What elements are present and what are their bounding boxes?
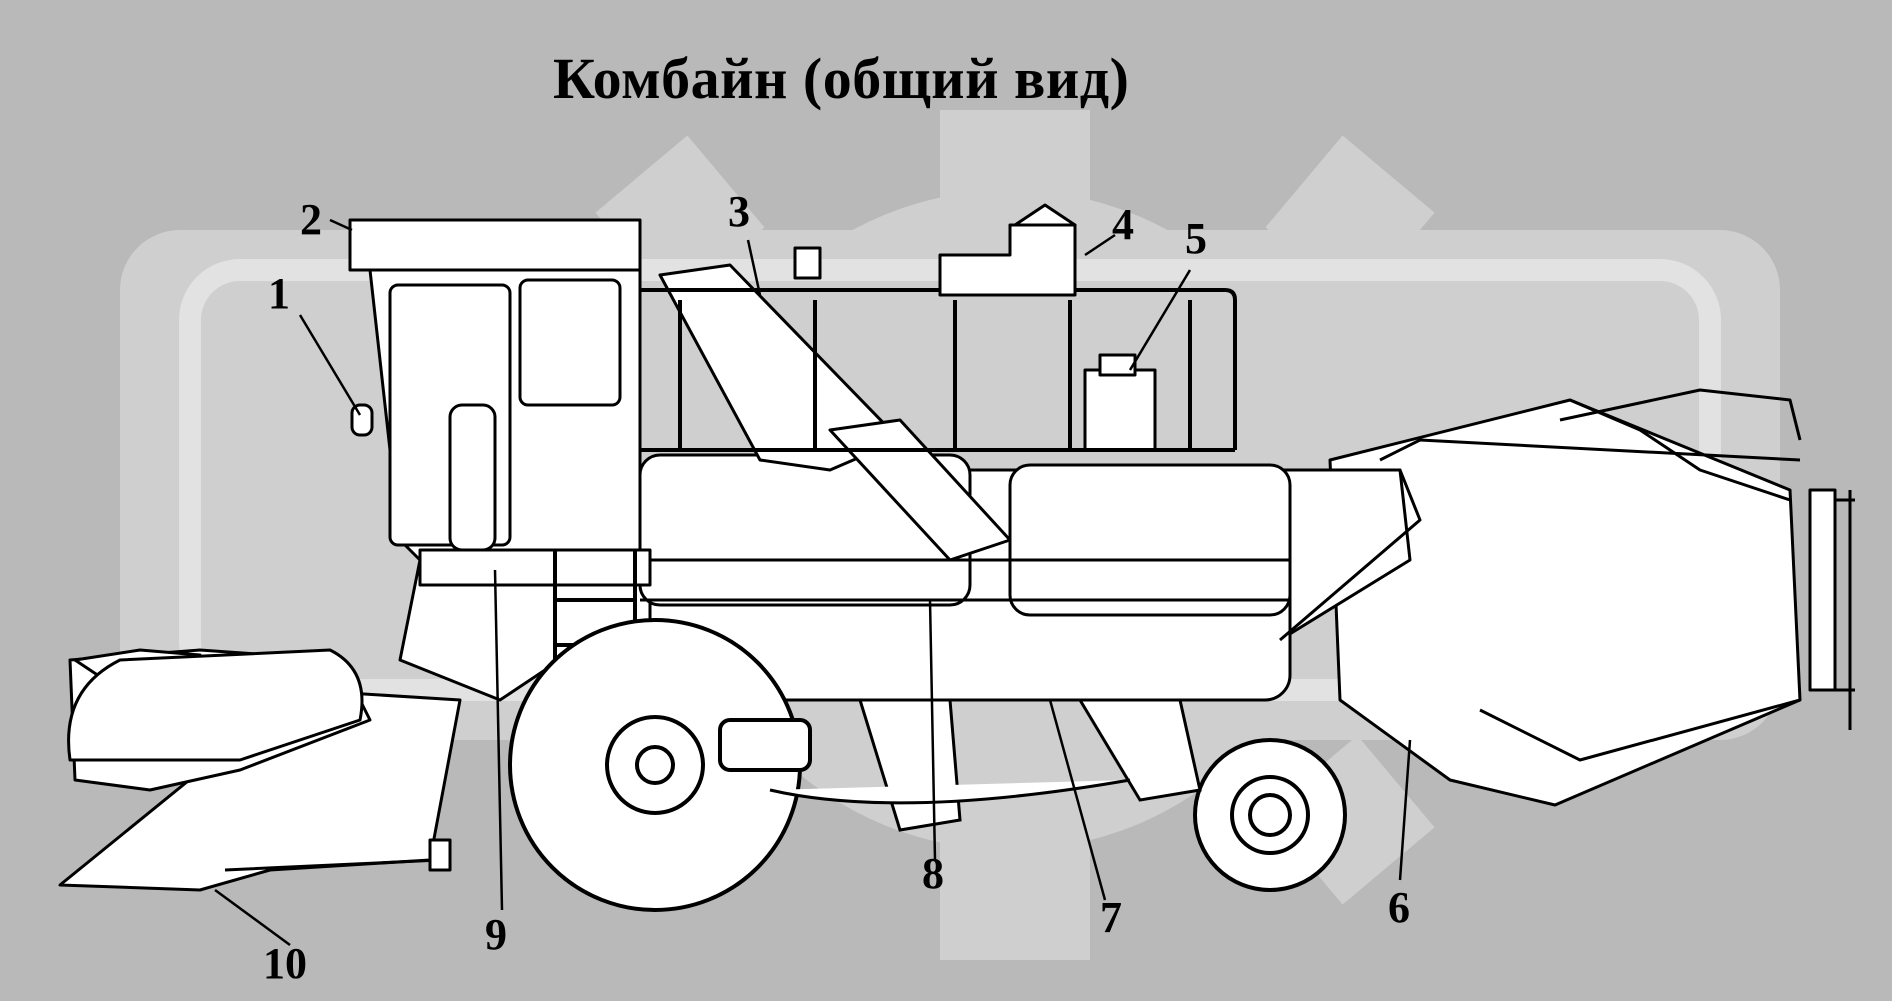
callout-8: 8 [922,849,944,898]
rear-section [1328,388,1855,807]
callout-2: 2 [300,195,322,244]
callout-3: 3 [728,187,750,236]
front-wheel [508,618,812,912]
callout-1: 1 [268,269,290,318]
header [58,648,462,892]
leader-lines [214,218,1412,947]
engine-housing [793,203,1077,297]
callout-7: 7 [1100,893,1122,942]
callout-5: 5 [1185,214,1207,263]
callout-6: 6 [1388,883,1410,932]
diagram-title: Комбайн (общий вид) [553,46,1130,111]
grain-tank [658,263,1157,562]
rear-wheel [1193,738,1347,892]
callout-9: 9 [485,910,507,959]
cab [348,218,652,587]
callout-4: 4 [1112,200,1134,249]
callout-10: 10 [263,939,307,988]
